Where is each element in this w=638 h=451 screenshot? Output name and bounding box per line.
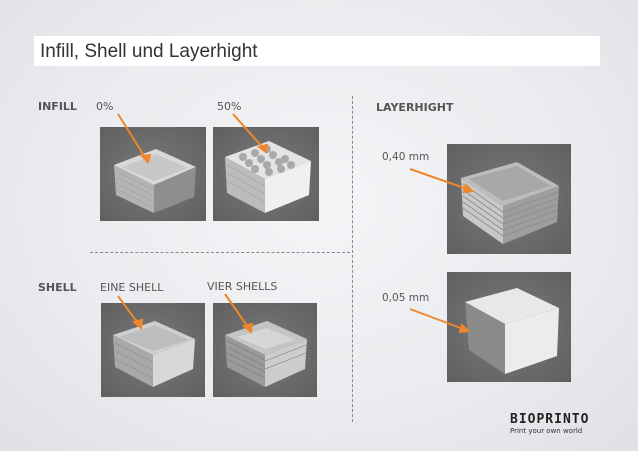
logo-wordmark: BIOPRINTO [510, 412, 590, 427]
slide-title: Infill, Shell und Layerhight [40, 41, 258, 62]
layer-label-040: 0,40 mm [382, 151, 430, 163]
logo-tagline: Print your own world [510, 427, 583, 435]
vertical-divider [352, 96, 353, 422]
infill-label-50: 50% [217, 100, 242, 113]
title-bar [34, 36, 600, 66]
bioprinto-logo: BIOPRINTO Print your own world [510, 412, 614, 442]
infill-0-photo [100, 127, 206, 221]
shell-label-one: EINE SHELL [100, 281, 164, 294]
shell-label-four: VIER SHELLS [207, 280, 278, 293]
layer-040-photo [447, 144, 571, 254]
layerhight-heading: LAYERHIGHT [376, 101, 454, 114]
shell-heading: SHELL [38, 281, 77, 294]
layer-label-005: 0,05 mm [382, 292, 430, 304]
infill-heading: INFILL [38, 100, 77, 113]
layer-005-photo [447, 272, 571, 382]
infill-label-0: 0% [96, 100, 114, 113]
infill-50-photo [213, 127, 319, 221]
horizontal-divider [90, 252, 350, 253]
four-shells-photo [213, 303, 317, 397]
one-shell-photo [101, 303, 205, 397]
